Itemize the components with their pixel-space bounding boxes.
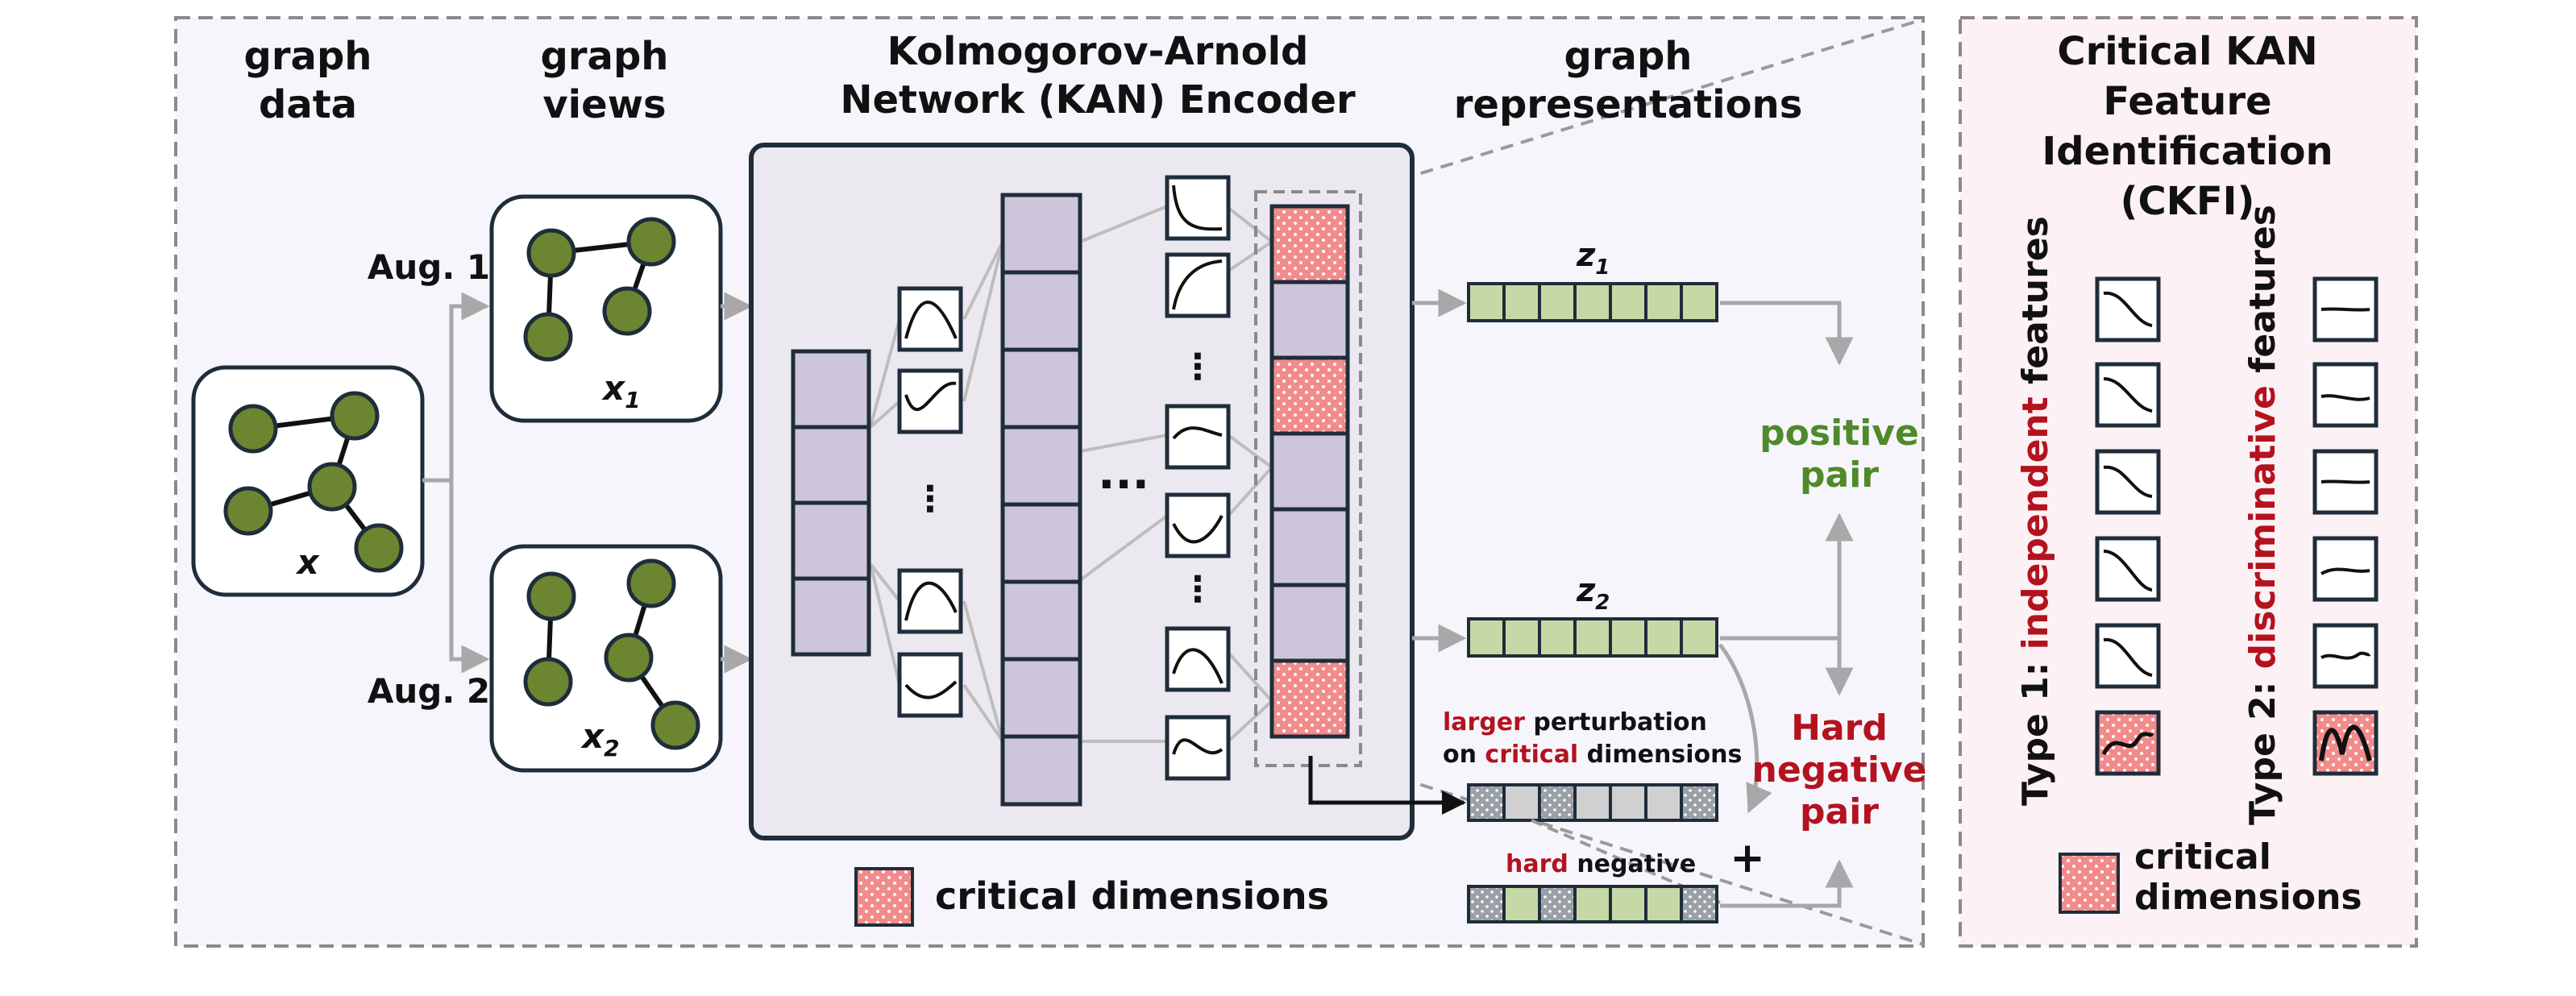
heading-encoder-line1: Kolmogorov-Arnold bbox=[887, 29, 1309, 74]
positive-pair-line2: pair bbox=[1800, 454, 1879, 496]
positive-pair-line1: positive bbox=[1760, 413, 1919, 454]
branch-arrows bbox=[422, 292, 490, 674]
z2-vector bbox=[1467, 617, 1718, 658]
encoder-function-curves-2 bbox=[1172, 185, 1224, 755]
z2-label: z2 bbox=[1576, 572, 1610, 615]
ckfi-legend-line2: dimensions bbox=[2134, 877, 2362, 918]
hard-negative-pair-line2: negative bbox=[1752, 749, 1927, 791]
z1-label: z1 bbox=[1576, 237, 1610, 280]
perturbation-arrow bbox=[1308, 756, 1466, 815]
perturbed-vector bbox=[1467, 783, 1718, 822]
encoder-function-boxes-2 bbox=[1165, 175, 1231, 781]
encoder-output-frame bbox=[1254, 190, 1362, 767]
ckfi-title-line3: Identification bbox=[2042, 129, 2333, 174]
encoder-output-layer bbox=[1269, 204, 1350, 739]
ckfi-legend-line1: critical bbox=[2134, 836, 2271, 878]
input-graph-label: x bbox=[295, 542, 320, 582]
heading-graph-views-line1: graph bbox=[541, 34, 669, 79]
perturbation-caption-line2: on critical dimensions bbox=[1443, 741, 1742, 769]
ckfi-title-line1: Critical KAN bbox=[2057, 29, 2317, 74]
encoder-input-layer bbox=[791, 349, 871, 657]
legend-critical-swatch bbox=[854, 867, 914, 927]
legend-critical-label: critical dimensions bbox=[935, 874, 1329, 918]
plus-sign: + bbox=[1730, 834, 1765, 882]
encoder-dots-horizontal: ··· bbox=[1098, 459, 1149, 511]
aug2-label: Aug. 2 bbox=[368, 671, 490, 711]
heading-graph-views-line2: views bbox=[542, 82, 666, 127]
heading-reps-line1: graph bbox=[1564, 34, 1693, 79]
ckfi-title-line4: (CKFI) bbox=[2121, 179, 2255, 224]
heading-graph-data-line2: data bbox=[259, 82, 357, 127]
rep-arrows bbox=[1412, 288, 1854, 908]
hard-negative-pair-line3: pair bbox=[1800, 791, 1879, 832]
perturbation-caption-line1: larger perturbation bbox=[1443, 708, 1707, 737]
encoder-dots-vertical-1: ⋮ bbox=[912, 479, 948, 520]
type1-function-curves bbox=[2101, 291, 2154, 756]
type1-label: Type 1: independent features bbox=[2015, 216, 2056, 806]
type2-label: Type 2: discriminative features bbox=[2242, 205, 2283, 825]
heading-reps-line2: representations bbox=[1454, 82, 1803, 127]
type2-function-curves bbox=[2319, 307, 2372, 762]
heading-encoder-line2: Network (KAN) Encoder bbox=[840, 77, 1356, 122]
hard-negative-pair-line1: Hard bbox=[1791, 708, 1888, 749]
zoom-line-top bbox=[1360, 18, 1924, 193]
input-graph-nodes bbox=[223, 391, 404, 573]
encoder-dots-vertical-3: ⋮ bbox=[1180, 569, 1215, 610]
view2-graph-nodes bbox=[523, 558, 700, 750]
encoder-connection-lines bbox=[869, 205, 1273, 743]
encoder-input-arrows bbox=[721, 292, 753, 674]
view1-label: x1 bbox=[601, 368, 641, 413]
hard-negative-vector bbox=[1467, 885, 1718, 923]
z1-vector bbox=[1467, 282, 1718, 322]
view2-label: x2 bbox=[580, 716, 620, 762]
ckfi-title-line2: Feature bbox=[2103, 79, 2271, 124]
hard-negative-caption: hard negative bbox=[1506, 850, 1696, 878]
heading-graph-data-line1: graph bbox=[244, 34, 372, 79]
view1-graph-nodes bbox=[523, 217, 676, 362]
aug1-label: Aug. 1 bbox=[368, 247, 490, 287]
encoder-hidden-layer bbox=[1000, 193, 1082, 807]
encoder-function-curves-1 bbox=[904, 301, 958, 699]
zoom-line-bottom bbox=[1360, 764, 1924, 946]
encoder-dots-vertical-2: ⋮ bbox=[1180, 347, 1215, 388]
ckfi-legend-swatch bbox=[2059, 853, 2120, 914]
